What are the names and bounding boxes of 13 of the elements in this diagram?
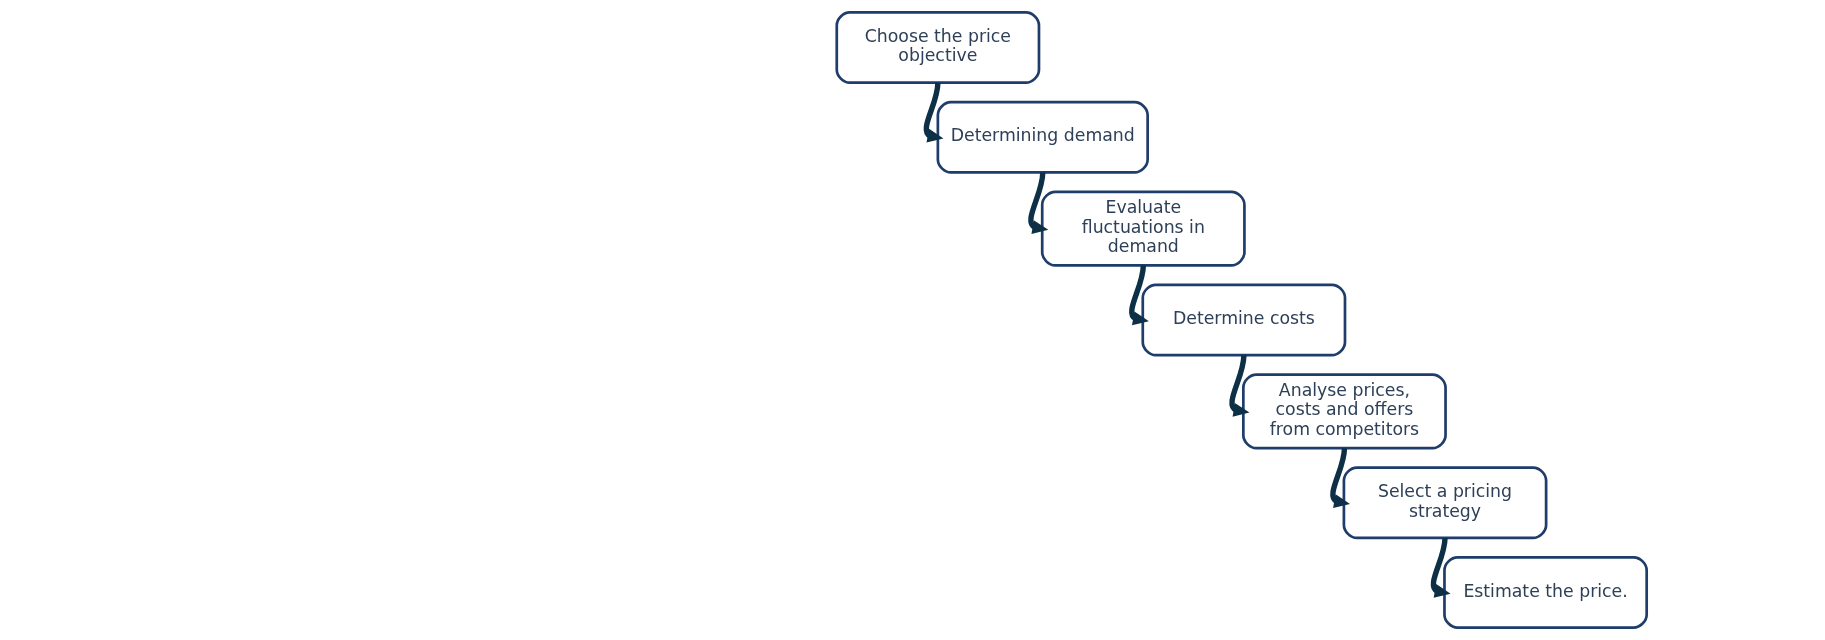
arrow [1430, 537, 1451, 598]
node-box: Estimate the price. [1442, 556, 1648, 629]
node-box: Analyse prices, costs and offers from competitors [1241, 373, 1447, 450]
node-box: Evaluate fluctuations in demand [1040, 190, 1246, 267]
node-box: Determine costs [1140, 283, 1346, 357]
arrow [1329, 447, 1350, 508]
node-box: Determining demand [936, 100, 1149, 174]
arrow [1228, 354, 1249, 417]
arrow [923, 82, 943, 143]
arrow [1128, 265, 1149, 326]
node-box: Select a pricing strategy [1342, 466, 1547, 540]
node-box: Choose the price objective [834, 11, 1040, 84]
arrow [1027, 172, 1048, 234]
